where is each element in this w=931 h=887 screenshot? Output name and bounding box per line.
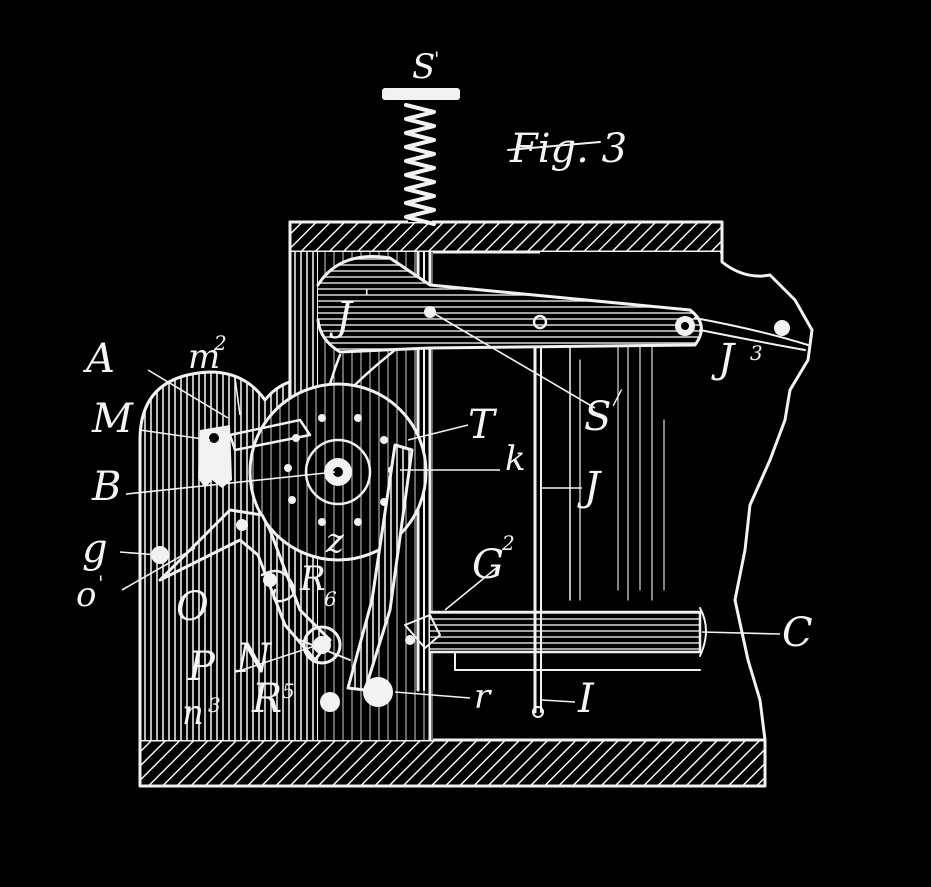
label-C: C: [782, 610, 813, 656]
label-g: g: [82, 526, 108, 572]
vertical-rod-J: [532, 323, 544, 718]
rod-C: [428, 607, 707, 671]
label-r: r: [474, 677, 492, 717]
label-I: I: [577, 676, 595, 722]
label-m2-sup: 2: [213, 331, 227, 355]
lever-J1: [316, 255, 809, 354]
label-o1: o: [76, 575, 96, 615]
broken-edge: [720, 220, 814, 742]
label-z: z: [325, 521, 345, 561]
title-underline: [507, 141, 601, 151]
label-m2: m: [188, 337, 220, 377]
disk-wheel-T: [248, 382, 428, 562]
leader-lines: [119, 309, 781, 703]
label-M: M: [91, 396, 134, 442]
label-A: A: [82, 336, 115, 382]
label-P: P: [187, 644, 216, 690]
label-S1-sup: ': [434, 47, 440, 71]
label-R-small: R: [299, 559, 326, 599]
label-T: T: [468, 402, 498, 448]
label-o1-sup: ': [98, 571, 104, 595]
label-G2-sup: 2: [501, 531, 515, 555]
label-k: k: [505, 439, 526, 479]
label-J3-sup: 3: [750, 341, 763, 365]
label-J1-sup: ': [364, 285, 370, 309]
rollers: [263, 573, 393, 712]
label-R5: R: [251, 676, 282, 722]
label-B: B: [91, 464, 121, 510]
pawl-M: [198, 418, 312, 488]
label-R5-sup: 5: [282, 679, 295, 703]
top-plate: [288, 220, 724, 254]
connectors: [299, 614, 441, 661]
label-n3: n: [182, 693, 204, 733]
screw-S1: [382, 88, 460, 226]
label-S1: S: [412, 47, 435, 87]
label-n3-sup: 3: [208, 693, 221, 717]
lever-O: [151, 508, 332, 662]
label-O: O: [176, 584, 209, 630]
label-S-mid: S: [584, 394, 611, 440]
spring-coil: [260, 569, 296, 603]
label-G2: G: [472, 542, 504, 588]
label-R-small-sub: 6: [324, 587, 337, 611]
label-S-mid-sup: /: [612, 385, 623, 409]
label-N: N: [235, 636, 273, 682]
reference-labels: S ' A m 2 M B g o ' O P N n 3 R 5 z R 6 …: [76, 47, 813, 733]
base-plate: [138, 738, 767, 788]
